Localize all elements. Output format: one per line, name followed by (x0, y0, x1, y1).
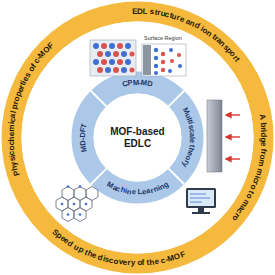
glyph: d (259, 132, 267, 137)
glyph: o (137, 259, 142, 267)
glyph: A (257, 114, 266, 121)
glyph: T (80, 122, 88, 128)
glyph: f (142, 259, 145, 267)
glyph: E (132, 7, 138, 15)
region-label: Surface Region (144, 36, 182, 42)
glyph: D (79, 132, 87, 138)
ring-segment-label: Speed up the discovery of the c-MOF (49, 227, 189, 270)
glyph: i (259, 130, 267, 133)
glyph: D (137, 7, 143, 15)
glyph: P (127, 79, 133, 87)
ring-text: Physicochemical properties of c-MOF (6, 40, 57, 179)
ring-segment-label: MD-DFT (77, 120, 90, 155)
glyph: e (7, 132, 15, 137)
ring-text: Machine Learning (104, 179, 172, 199)
glyph: D (79, 140, 87, 146)
glyph: M (132, 79, 139, 87)
ring-text: MD-DFT (77, 120, 90, 155)
glyph: r (127, 259, 131, 267)
glyph: y (130, 259, 135, 267)
glyph: m (256, 159, 265, 168)
glyph: b (259, 122, 267, 128)
glyph: m (8, 124, 17, 132)
glyph: o (8, 145, 16, 151)
glyph: c (188, 128, 196, 133)
center-circle: MOF-based EDLC (102, 126, 174, 149)
glyph: e (122, 259, 127, 267)
glyph: e (188, 139, 196, 144)
glyph: c (8, 141, 16, 146)
glyph: - (79, 138, 87, 141)
ring-segment-label: Machine Learning (104, 179, 172, 199)
glyph: r (259, 127, 267, 131)
ring-text: CPM-MD (119, 77, 156, 90)
glyph: L (143, 8, 148, 16)
glyph: g (259, 137, 267, 142)
glyph: h (7, 136, 15, 141)
glyph: l (189, 137, 197, 139)
glyph: e (131, 188, 136, 196)
ring-segment-label: A bridge from micro to macro (229, 111, 270, 224)
center-title: MOF-based EDLC (102, 126, 174, 149)
glyph: M (79, 145, 88, 153)
ring-segment-label: Physicochemical properties of c-MOF (6, 40, 57, 179)
ring-segment-label: Multiscale theory (179, 105, 198, 171)
glyph: e (154, 258, 160, 267)
glyph: e (259, 142, 267, 147)
glyph (135, 259, 137, 267)
glyph: a (189, 132, 197, 137)
ring-text: A bridge from micro to macro (229, 111, 270, 224)
glyph: D (147, 80, 154, 89)
ring-text: Multiscale theory (179, 105, 198, 171)
ring-text: Speed up the discovery of the c-MOF (49, 227, 189, 270)
ring-segment-label: CPM-MD (119, 77, 156, 90)
glyph (136, 189, 138, 197)
